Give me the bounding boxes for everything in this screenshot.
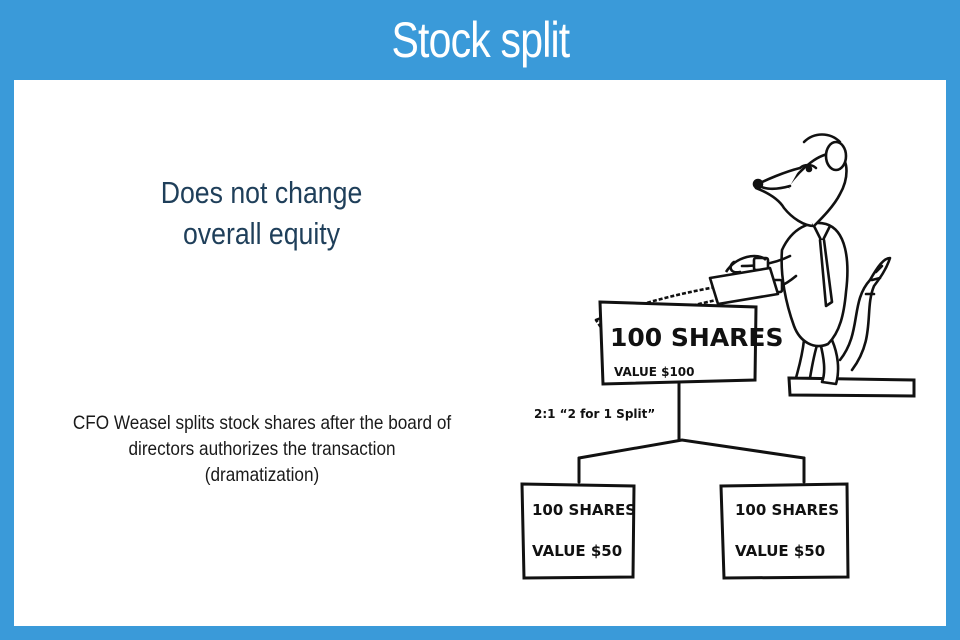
right-value-label: VALUE $50 xyxy=(735,542,825,560)
split-tree-lines xyxy=(579,380,804,482)
split-ratio-label: 2:1 “2 for 1 Split” xyxy=(534,407,655,421)
slide-title: Stock split xyxy=(391,11,569,69)
original-shares-box: 100 SHARES VALUE $100 xyxy=(600,302,784,384)
left-split-shares-box: 100 SHARES VALUE $50 xyxy=(522,484,636,578)
ledge xyxy=(789,378,914,396)
original-value-label: VALUE $100 xyxy=(614,365,695,379)
stock-split-illustration: 100 SHARES VALUE $100 2:1 “2 for 1 Split… xyxy=(14,80,946,626)
left-value-label: VALUE $50 xyxy=(532,542,622,560)
title-bar: Stock split xyxy=(0,0,960,80)
slide-canvas: Does not change overall equity CFO Wease… xyxy=(14,80,946,626)
right-split-shares-box: 100 SHARES VALUE $50 xyxy=(721,484,848,578)
right-shares-label: 100 SHARES xyxy=(735,501,839,519)
original-shares-label: 100 SHARES xyxy=(610,323,784,352)
left-shares-label: 100 SHARES xyxy=(532,501,636,519)
